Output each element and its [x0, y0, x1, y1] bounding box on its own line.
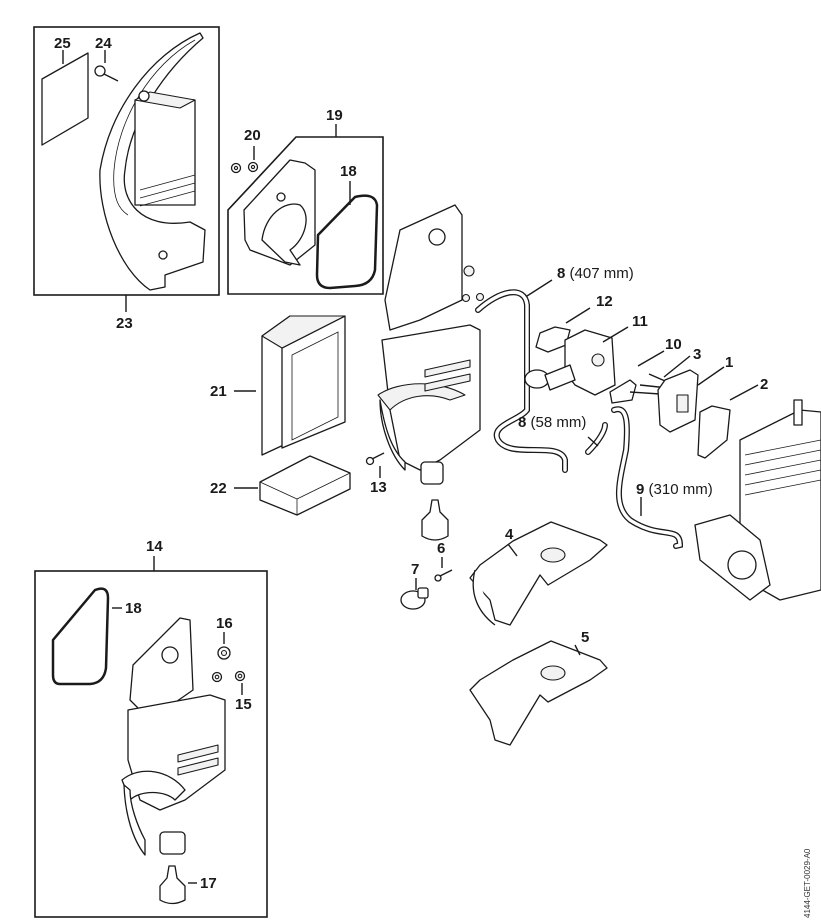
- callout-5: 5: [581, 629, 590, 646]
- callout-21: 21: [210, 383, 227, 400]
- part-13-screw: [365, 452, 385, 466]
- part-18-seal-kit14: [51, 587, 110, 686]
- part-20-nuts: [230, 161, 259, 174]
- part-2-gasket: [697, 405, 731, 459]
- part-24-screw: [94, 65, 119, 82]
- callout-4: 4: [505, 526, 514, 543]
- callout-15: 15: [235, 696, 252, 713]
- callout-6: 6: [437, 540, 446, 557]
- callout-8-number: 8: [557, 265, 566, 282]
- part-25-label-sticker: [41, 52, 89, 146]
- part-18-seal: [315, 194, 379, 290]
- callout-9-310mm: 9 (310 mm): [636, 482, 713, 497]
- callout-20: 20: [244, 127, 261, 144]
- part-23-filter-cover: [99, 32, 206, 291]
- callout-17: 17: [200, 875, 217, 892]
- callout-12: 12: [596, 293, 613, 310]
- callout-13: 13: [370, 479, 387, 496]
- callout-10: 10: [665, 336, 682, 353]
- part-8-hose-407mm: [475, 289, 568, 473]
- callout-23: 23: [116, 315, 133, 332]
- callout-2: 2: [760, 376, 769, 393]
- callout-24: 24: [95, 35, 112, 52]
- callout-8b-length: (58 mm): [530, 414, 587, 431]
- callout-18-top: 18: [340, 163, 357, 180]
- air-filter-base-kit14: [121, 617, 226, 856]
- callout-18-box14: 18: [125, 600, 142, 617]
- part-22-pre-filter: [259, 455, 351, 516]
- air-filter-base: [377, 204, 485, 485]
- part-4-shroud: [469, 521, 608, 626]
- part-8-hose-58mm: [585, 422, 608, 455]
- callout-3: 3: [693, 346, 702, 363]
- part-6-screw: [434, 569, 453, 582]
- callout-8b-number: 8: [518, 414, 527, 431]
- part-17-valve: [159, 865, 186, 905]
- part-15-grommets: [211, 670, 246, 683]
- part-16-grommet: [217, 646, 231, 660]
- part-3-screw: [648, 373, 666, 382]
- part-21-air-filter: [261, 315, 346, 456]
- assembly-box-14: [34, 570, 268, 918]
- drawing-code: 4144-GET-0029-A0: [803, 848, 812, 918]
- callout-11: 11: [632, 313, 648, 330]
- engine-block: [694, 399, 821, 601]
- callout-8-58mm: 8 (58 mm): [518, 415, 586, 430]
- callout-9-number: 9: [636, 481, 645, 498]
- part-9-hose-310mm: [611, 406, 684, 549]
- part-11-carburetor: [524, 329, 616, 396]
- callout-19: 19: [326, 107, 343, 124]
- callout-16: 16: [216, 615, 233, 632]
- callout-22: 22: [210, 480, 227, 497]
- assembly-box-19: [227, 136, 384, 295]
- callout-14: 14: [146, 538, 163, 555]
- callout-8-407mm: 8 (407 mm): [557, 266, 634, 281]
- part-1-intake-flange: [629, 369, 699, 433]
- part-5-shroud: [469, 640, 608, 746]
- part-19-cover: [243, 159, 316, 266]
- valve: [421, 499, 449, 541]
- part-7-primer-bulb: [400, 587, 429, 610]
- callout-8-length: (407 mm): [569, 265, 634, 282]
- callout-25: 25: [54, 35, 71, 52]
- callout-1: 1: [725, 354, 734, 371]
- callout-7: 7: [411, 561, 420, 578]
- callout-9-length: (310 mm): [648, 481, 713, 498]
